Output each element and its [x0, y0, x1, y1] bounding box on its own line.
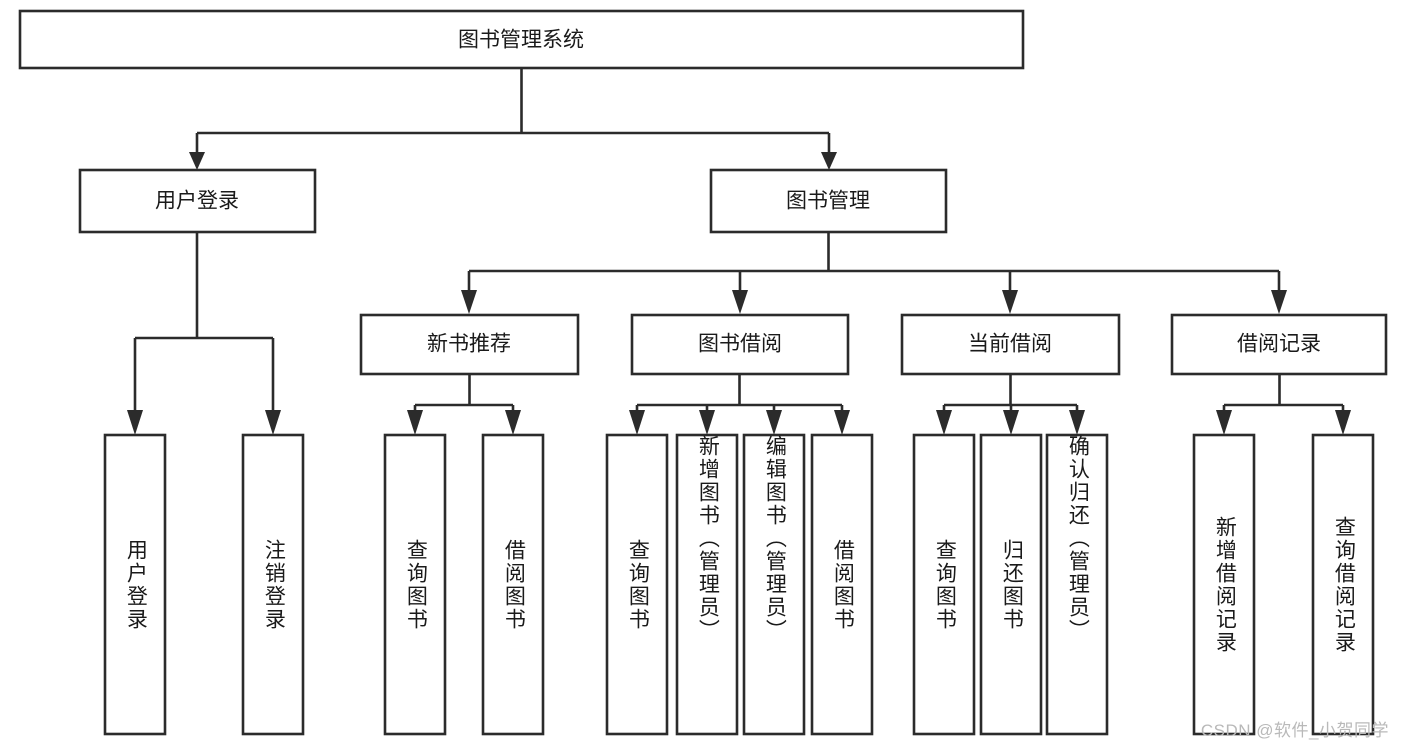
leaf-box-add-book[interactable] [675, 433, 739, 736]
node-root-system[interactable]: 图书管理系统 [18, 9, 1025, 70]
node-new-book-recommend-box [359, 313, 580, 376]
leaf-box-return-book[interactable] [979, 433, 1043, 736]
leaf-box-borrow-book-2[interactable] [810, 433, 874, 736]
edges-borrow-to-leaves [629, 374, 850, 435]
arrow-icon [1069, 410, 1085, 435]
arrow-icon [834, 410, 850, 435]
node-current-borrow-label: 当前借阅 [968, 333, 1052, 356]
arrow-icon [461, 290, 477, 314]
leaf-boxes [103, 433, 1375, 736]
node-user-login[interactable]: 用户登录 [78, 168, 317, 234]
arrow-icon [127, 410, 143, 435]
edges-books-to-level3 [461, 232, 1287, 314]
arrow-icon [699, 410, 715, 435]
arrow-icon [821, 152, 837, 170]
edges-root-to-level2 [189, 68, 837, 170]
leaf-box-query-book-2[interactable] [605, 433, 669, 736]
node-book-borrow-box [630, 313, 850, 376]
arrow-icon [1271, 290, 1287, 314]
node-current-borrow-box [900, 313, 1121, 376]
node-new-book-recommend[interactable]: 新书推荐 [359, 313, 580, 376]
node-root-label: 图书管理系统 [458, 29, 584, 52]
node-borrow-records[interactable]: 借阅记录 [1170, 313, 1388, 376]
leaf-box-edit-book[interactable] [742, 433, 806, 736]
arrow-icon [1002, 290, 1018, 314]
edges-records-to-leaves [1216, 374, 1351, 435]
node-book-management[interactable]: 图书管理 [709, 168, 948, 234]
arrow-icon [265, 410, 281, 435]
node-book-management-box [709, 168, 948, 234]
leaf-box-borrow-book-1[interactable] [481, 433, 545, 736]
leaf-box-user-login[interactable] [103, 433, 167, 736]
leaf-box-add-record[interactable] [1192, 433, 1256, 736]
node-book-borrow[interactable]: 图书借阅 [630, 313, 850, 376]
node-new-book-recommend-label: 新书推荐 [427, 333, 511, 356]
node-book-borrow-label: 图书借阅 [698, 333, 782, 356]
arrow-icon [629, 410, 645, 435]
arrow-icon [766, 410, 782, 435]
edges-newbook-to-leaves [407, 374, 521, 435]
leaf-box-query-book-3[interactable] [912, 433, 976, 736]
leaf-box-logout[interactable] [241, 433, 305, 736]
arrow-icon [936, 410, 952, 435]
arrow-icon [189, 152, 205, 170]
node-book-management-label: 图书管理 [786, 190, 870, 213]
arrow-icon [407, 410, 423, 435]
arrow-icon [1216, 410, 1232, 435]
leaf-box-confirm-return[interactable] [1045, 433, 1109, 736]
watermark-text: CSDN @软件_小贺同学 [1200, 721, 1389, 740]
node-user-login-label: 用户登录 [155, 190, 239, 213]
leaf-box-query-book-1[interactable] [383, 433, 447, 736]
node-user-login-box [78, 168, 317, 234]
edges-current-to-leaves [936, 374, 1085, 435]
leaf-box-query-record[interactable] [1311, 433, 1375, 736]
arrow-icon [732, 290, 748, 314]
node-current-borrow[interactable]: 当前借阅 [900, 313, 1121, 376]
arrow-icon [1335, 410, 1351, 435]
arrow-icon [1003, 410, 1019, 435]
node-borrow-records-label: 借阅记录 [1237, 333, 1321, 356]
edges-userlogin-to-leaves [127, 232, 281, 435]
node-root-box [18, 9, 1025, 70]
node-borrow-records-box [1170, 313, 1388, 376]
arrow-icon [505, 410, 521, 435]
